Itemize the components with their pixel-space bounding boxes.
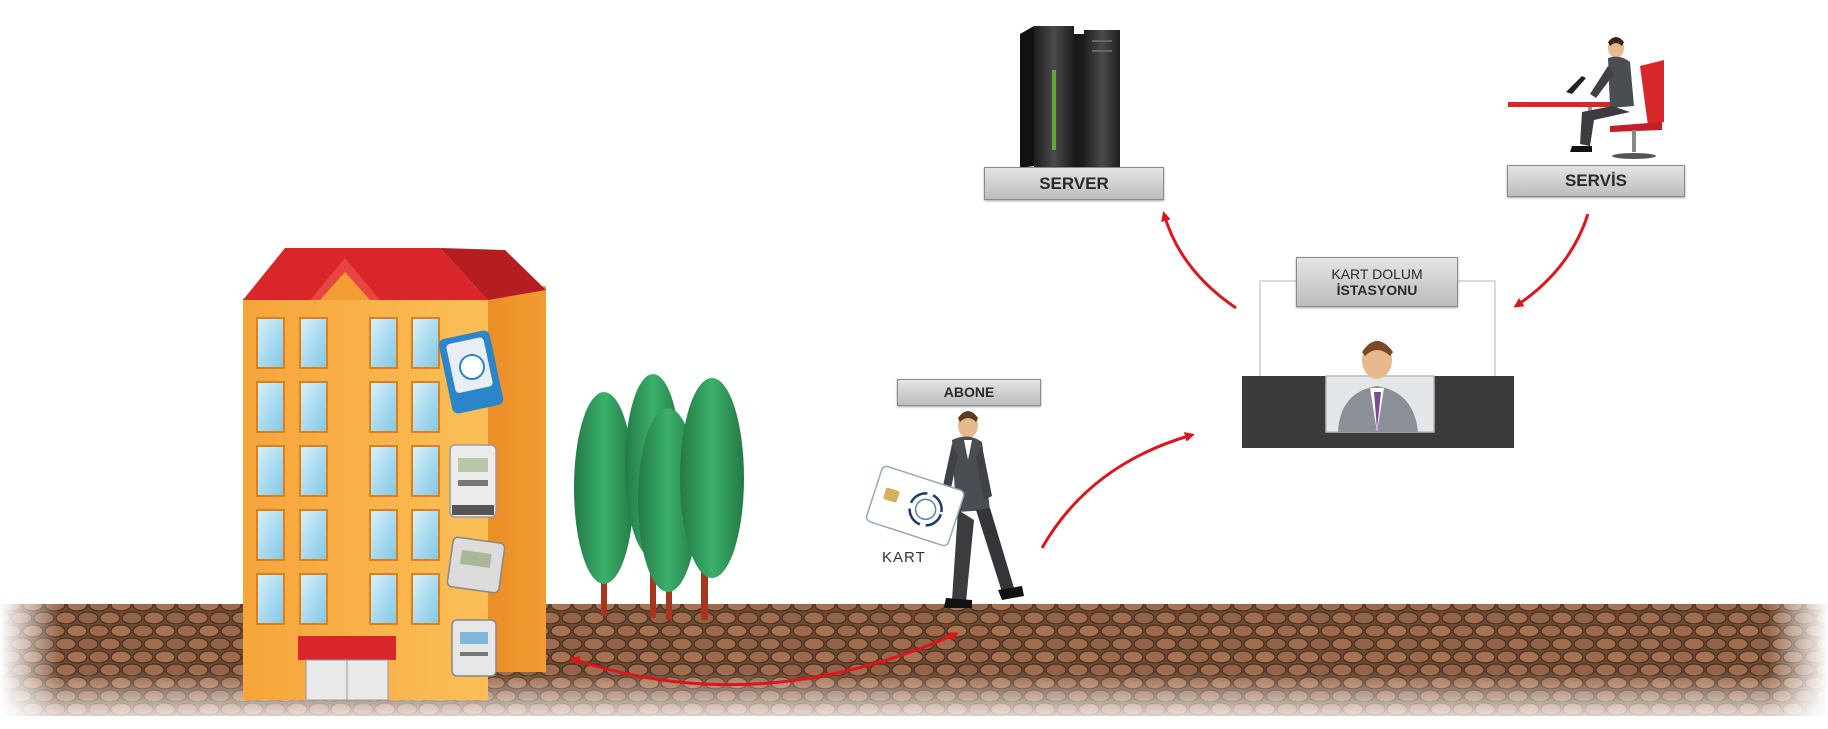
servis-label-text: SERVİS [1564, 171, 1628, 191]
arrow-servis-to-kart-dolum [1513, 213, 1590, 308]
arrow-building-abone-loop [569, 632, 959, 687]
servis-label: SERVİS [1507, 165, 1685, 197]
flow-arrows [569, 211, 1590, 687]
apartment-building-icon [243, 248, 546, 701]
kart-label: KART [882, 549, 926, 566]
kart-dolum-label-line1: KART DOLUM [1331, 265, 1423, 282]
abone-label: ABONE [897, 379, 1041, 406]
server-rack-icon [1020, 26, 1120, 168]
server-label: SERVER [984, 167, 1164, 200]
smart-card-icon [865, 465, 965, 547]
electric-meter-icon [449, 444, 497, 518]
tree-icon [680, 378, 744, 620]
arrow-kart-dolum-to-server [1161, 211, 1237, 310]
water-meter-icon [438, 330, 504, 414]
electric-meter-icon [451, 619, 497, 677]
service-desk-icon [1242, 280, 1514, 448]
server-label-text: SERVER [1039, 173, 1109, 193]
tree-icon [574, 392, 634, 616]
abone-label-text: ABONE [943, 384, 995, 401]
office-worker-icon [1508, 37, 1664, 159]
kart-dolum-label-line2: İSTASYONU [1336, 282, 1418, 298]
arrow-abone-to-kart-dolum [1040, 432, 1195, 549]
gas-meter-icon [446, 536, 506, 594]
kart-dolum-label: KART DOLUM İSTASYONU [1296, 257, 1458, 307]
